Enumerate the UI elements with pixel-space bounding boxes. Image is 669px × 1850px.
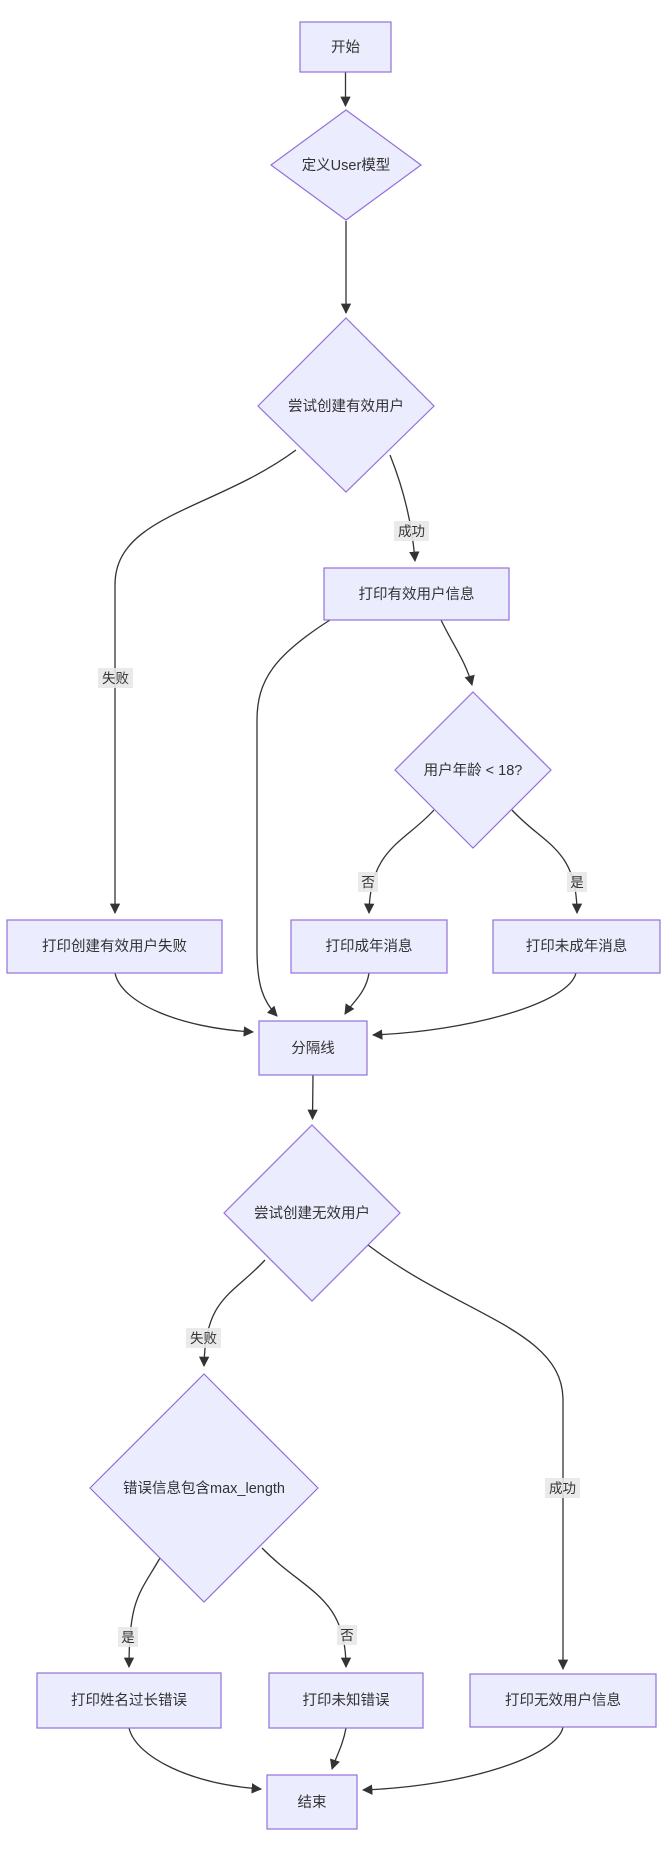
node-label: 用户年龄 < 18? (424, 762, 523, 779)
node-label: 打印创建有效用户失败 (42, 938, 187, 955)
edge-label-fail-2: 失败 (186, 1328, 221, 1348)
node-label: 打印未成年消息 (526, 938, 628, 955)
node-divider-line: 分隔线 (258, 1020, 368, 1076)
node-print-create-valid-user-failed: 打印创建有效用户失败 (6, 919, 223, 974)
node-print-valid-user-info: 打印有效用户信息 (323, 567, 510, 621)
edge-invalid-info-to-end (361, 1726, 564, 1795)
node-label: 打印未知错误 (303, 1692, 390, 1709)
node-end: 结束 (266, 1774, 358, 1830)
edge-labels: 失败 成功 否 是 失败 成功 是 否 (98, 521, 587, 1647)
node-print-invalid-user-info: 打印无效用户信息 (469, 1673, 657, 1728)
node-try-create-invalid-user: 尝试创建无效用户 (223, 1124, 401, 1302)
edge-label-fail-1: 失败 (98, 668, 133, 688)
nodes: 开始 定义User模型 尝试创建有效用户 打印有效用户信息 用户年龄 < 18?… (6, 21, 661, 1830)
edge-label-text: 失败 (102, 671, 129, 686)
edge-try-invalid-fail (198, 1259, 266, 1368)
edge-label-text: 是 (570, 875, 584, 890)
node-print-name-too-long-error: 打印姓名过长错误 (36, 1672, 222, 1729)
edge-minor-to-divider (371, 972, 577, 1040)
edge-try-valid-fail (109, 449, 297, 915)
edge-maxlength-no (261, 1547, 352, 1669)
node-label: 错误信息包含max_length (123, 1480, 285, 1497)
edge-label-text: 成功 (549, 1481, 576, 1496)
edge-valid-info-to-age-check (440, 619, 475, 687)
edge-valid-failed-to-divider (114, 972, 255, 1037)
node-label: 定义User模型 (302, 157, 391, 174)
node-print-minor-message: 打印未成年消息 (492, 919, 661, 974)
node-label: 尝试创建无效用户 (254, 1205, 370, 1222)
edge-try-invalid-success (367, 1244, 569, 1671)
node-label: 打印成年消息 (326, 938, 413, 955)
edge-try-valid-success (389, 454, 420, 563)
node-label: 打印有效用户信息 (359, 586, 475, 603)
edge-label-no-1: 否 (358, 872, 378, 892)
edge-label-success-1: 成功 (394, 521, 429, 541)
node-error-contains-max-length: 错误信息包含max_length (89, 1373, 319, 1603)
edge-maxlength-yes (123, 1557, 161, 1669)
edge-age-yes (511, 809, 583, 915)
node-label: 开始 (331, 39, 360, 56)
edge-label-yes-1: 是 (567, 872, 587, 892)
edge-adult-to-divider (344, 972, 370, 1015)
node-label: 打印无效用户信息 (505, 1692, 621, 1709)
edge-label-success-2: 成功 (545, 1478, 580, 1498)
node-label: 尝试创建有效用户 (288, 398, 404, 415)
node-print-adult-message: 打印成年消息 (290, 919, 448, 974)
node-label: 打印姓名过长错误 (71, 1692, 187, 1709)
edge-name-too-long-to-end (128, 1727, 263, 1794)
edge-label-text: 成功 (398, 524, 425, 539)
edge-valid-info-to-divider (256, 619, 331, 1017)
edge-unknown-error-to-end (330, 1727, 347, 1770)
edge-divider-to-try-invalid (307, 1074, 318, 1121)
edge-label-text: 失败 (190, 1331, 217, 1346)
edges (109, 72, 583, 1795)
edge-age-no (363, 809, 435, 915)
node-label: 分隔线 (291, 1040, 335, 1057)
node-user-age-under-18: 用户年龄 < 18? (394, 691, 552, 849)
edge-label-text: 否 (340, 1628, 354, 1643)
node-print-unknown-error: 打印未知错误 (268, 1672, 424, 1729)
edge-label-yes-2: 是 (118, 1627, 138, 1647)
node-start: 开始 (299, 21, 392, 73)
edge-label-no-2: 否 (337, 1625, 357, 1645)
edge-label-text: 否 (361, 875, 375, 890)
node-label: 结束 (298, 1794, 327, 1811)
node-define-user-model: 定义User模型 (269, 109, 423, 221)
node-try-create-valid-user: 尝试创建有效用户 (257, 317, 435, 493)
edge-label-text: 是 (121, 1630, 135, 1645)
